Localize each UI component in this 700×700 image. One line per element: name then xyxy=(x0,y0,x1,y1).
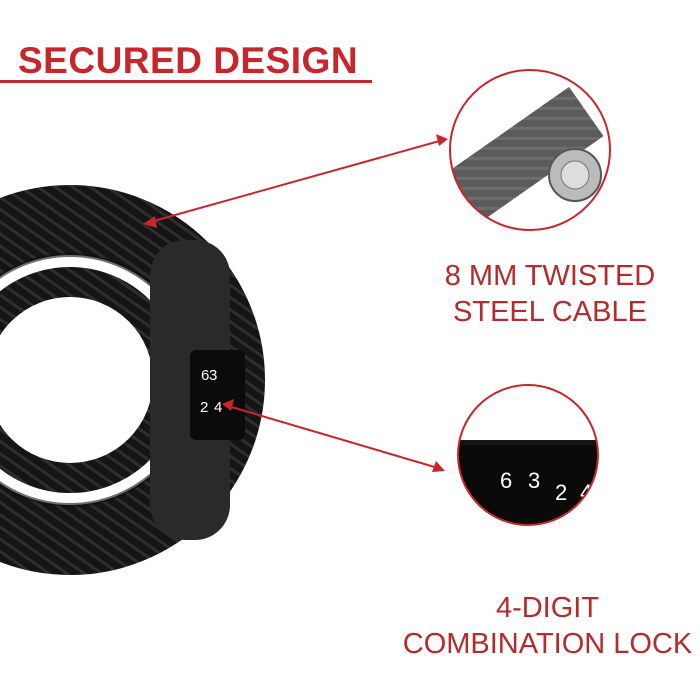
lock-digit: 6 xyxy=(500,468,512,493)
lock-digit: 2 xyxy=(555,480,567,505)
caption-line: COMBINATION LOCK xyxy=(402,628,693,660)
combination-lock-closeup: 6 3 2 4 xyxy=(457,384,599,526)
caption-line: 4-DIGIT xyxy=(495,592,600,624)
feature-caption-lock: 4-DIGIT COMBINATION LOCK xyxy=(395,590,700,662)
caption-line: 8 MM TWISTED xyxy=(444,260,656,292)
lock-digit: 3 xyxy=(209,367,217,384)
lock-digit: 6 xyxy=(201,367,209,384)
lock-on-coil: 6 3 2 4 xyxy=(150,240,245,540)
title-underline xyxy=(0,80,372,83)
lock-digit: 2 xyxy=(200,399,208,416)
steel-cable-closeup xyxy=(449,69,611,231)
arrow-to-lock xyxy=(222,399,445,472)
feature-caption-cable: 8 MM TWISTED STEEL CABLE xyxy=(420,258,680,330)
lock-digit: 3 xyxy=(528,468,540,493)
page-title: SECURED DESIGN xyxy=(18,40,359,81)
caption-line: STEEL CABLE xyxy=(453,296,647,328)
lock-digit: 4 xyxy=(214,399,222,416)
arrow-to-cable xyxy=(143,134,448,228)
